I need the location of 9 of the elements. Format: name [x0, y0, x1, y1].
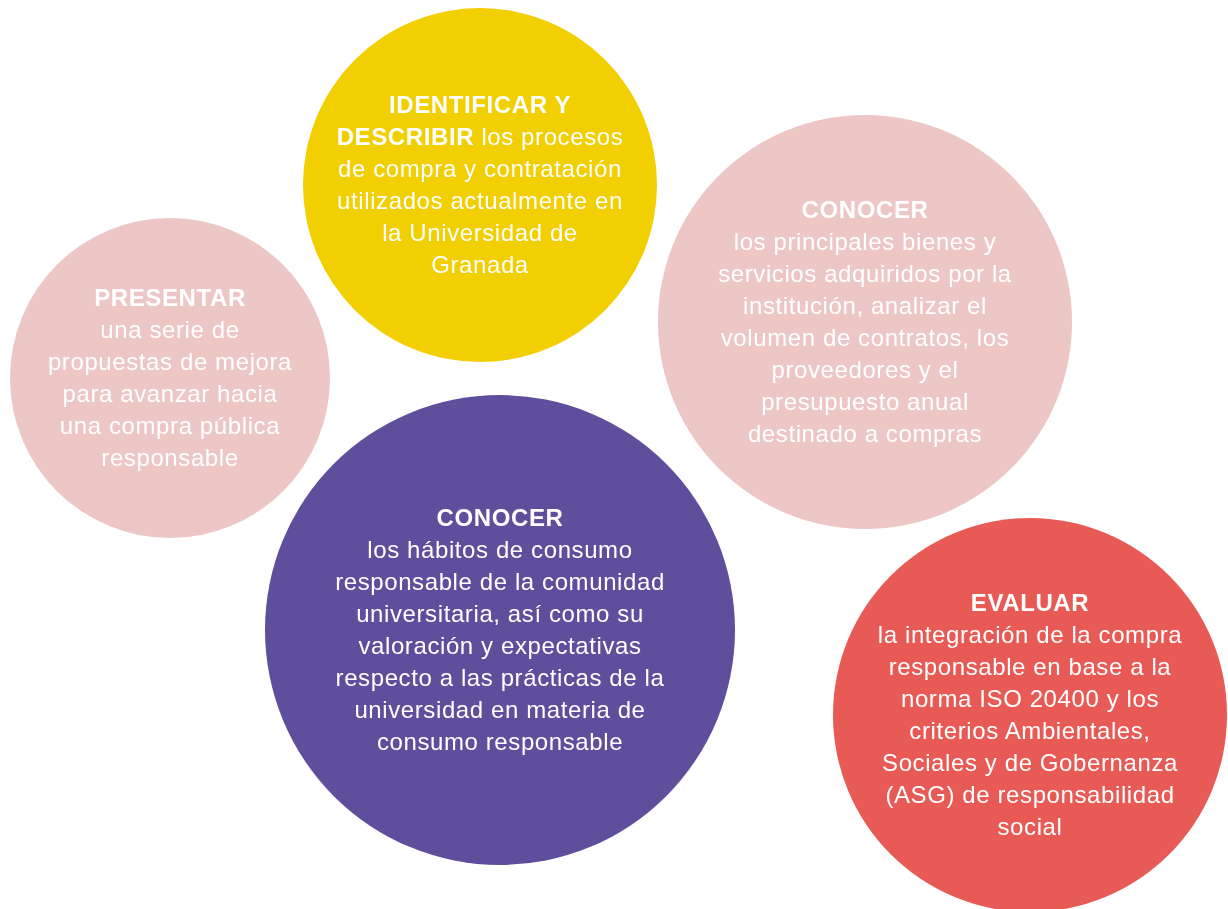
description-text: los hábitos de consumo responsable de la comunidad universitaria, así como su valoración y expectativas respecto a las prácticas de la universidad en materia de consumo responsable [334, 535, 666, 757]
heading-text: CONOCER [436, 503, 564, 533]
description-text: los principales bienes y servicios adquiridos por la institución, analizar el volumen de contratos, los proveedores y el presupuesto anual destinado a compras [717, 227, 1013, 449]
heading-text: EVALUAR [970, 588, 1090, 618]
heading-text: CONOCER [801, 195, 929, 225]
description-text: IDENTIFICAR Y DESCRIBIR los procesos de compra y contratación utilizados actualmente en la Universidad de Granada [335, 90, 625, 280]
description-text: una serie de propuestas de mejora para avanzar hacia una compra pública responsable [46, 315, 294, 473]
description-text: la integración de la compra responsable en base a la norma ISO 20400 y los criterios Ambientales, Sociales y de Gobernanza (ASG) de responsabilidad social [876, 620, 1184, 842]
heading-text: PRESENTAR [94, 283, 246, 313]
